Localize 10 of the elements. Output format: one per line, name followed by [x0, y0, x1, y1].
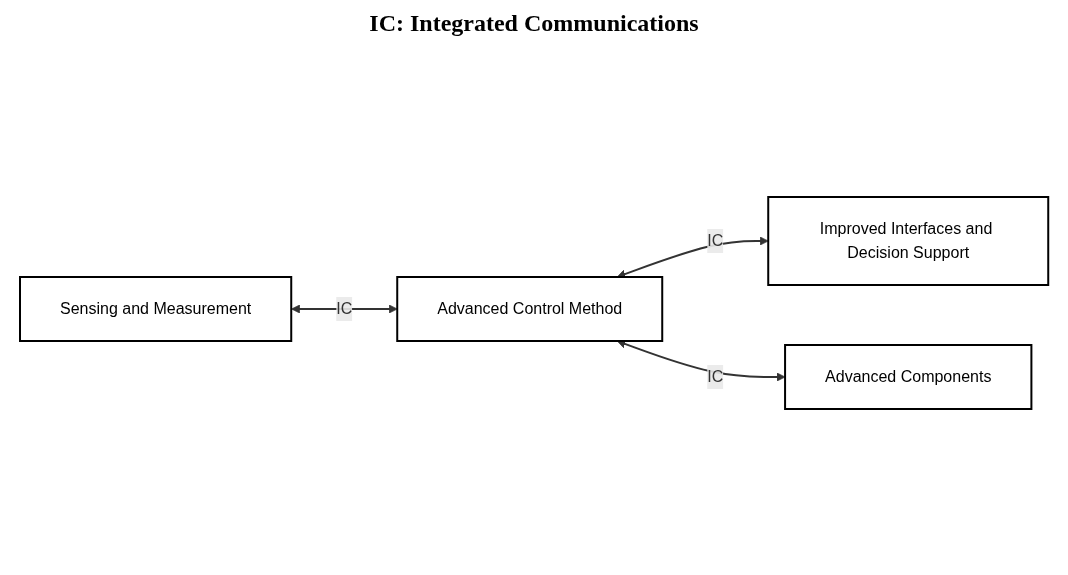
arrow	[616, 236, 769, 279]
node-box: Advanced Control Method	[396, 276, 664, 342]
diagram-title: IC: Integrated Communications	[368, 10, 700, 37]
node-box: Improved Interfaces and Decision Support	[767, 196, 1050, 286]
edge-label: IC	[707, 368, 724, 385]
edge-label: IC	[707, 232, 724, 249]
arrow	[291, 304, 398, 314]
node-box: Sensing and Measurement	[18, 276, 293, 342]
node-box: Advanced Components	[783, 344, 1033, 410]
edge-label: IC	[336, 300, 353, 317]
